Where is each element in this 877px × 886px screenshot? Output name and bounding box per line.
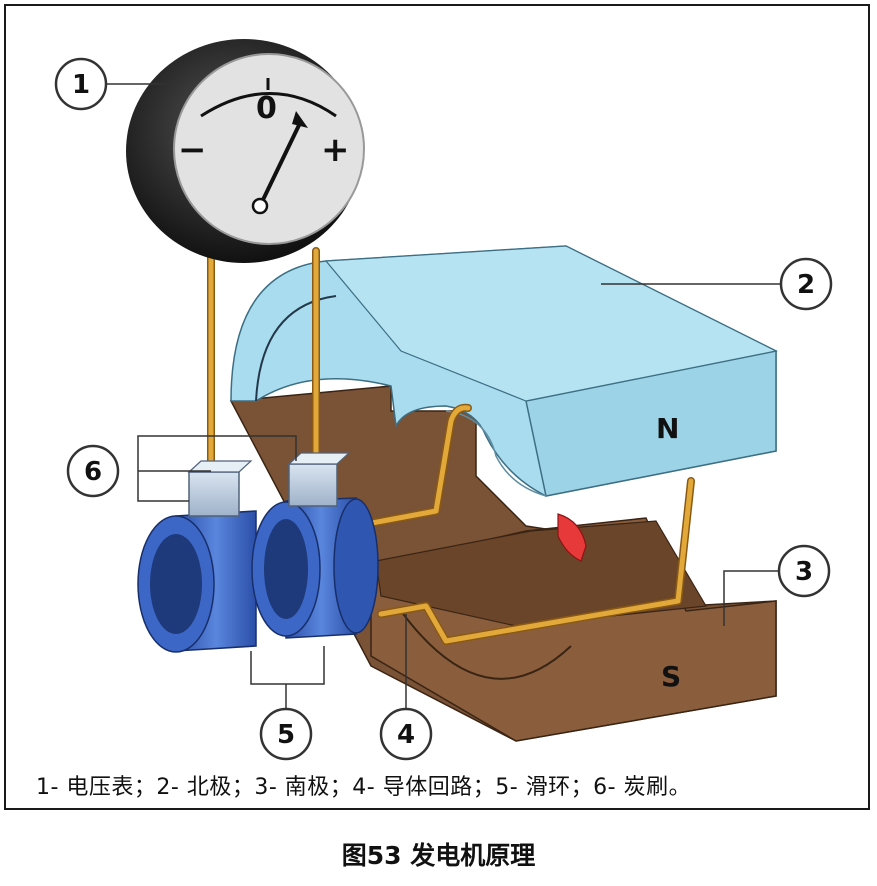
callout-2: 2: [779, 257, 833, 311]
south-pole-label: S: [661, 660, 681, 693]
callout-6: 6: [66, 444, 120, 498]
figure-caption: 图53 发电机原理: [341, 841, 536, 870]
svg-text:1: 1: [72, 70, 90, 100]
callout-4: 4: [379, 707, 433, 761]
diagram-legend: 1- 电压表；2- 北极；3- 南极；4- 导体回路；5- 滑环；6- 炭刷。: [36, 775, 692, 800]
meter-minus-label: −: [178, 130, 207, 170]
callouts: 1 2 3 4 5 6: [54, 57, 833, 761]
slip-rings: [137, 497, 379, 653]
svg-text:5: 5: [277, 720, 295, 750]
north-pole-label: N: [656, 412, 679, 445]
svg-text:4: 4: [397, 720, 415, 750]
callout-3: 3: [777, 544, 831, 598]
callout-5: 5: [259, 707, 313, 761]
svg-text:2: 2: [797, 270, 815, 300]
carbon-brushes: [187, 452, 351, 517]
callout-leaders: [106, 83, 781, 711]
svg-text:3: 3: [795, 557, 813, 587]
generator-diagram: S N: [54, 39, 833, 761]
conductor-loop: [207, 247, 695, 645]
callout-1: 1: [54, 57, 108, 111]
south-pole-magnet: S: [229, 385, 777, 742]
svg-text:6: 6: [84, 457, 102, 487]
north-pole-magnet: N: [230, 245, 778, 497]
meter-scale-arc: [200, 92, 337, 118]
meter-zero-label: 0: [256, 91, 277, 126]
meter-needle: [258, 120, 303, 207]
coil-rotation-indicator: [557, 513, 587, 562]
voltmeter: 0 − +: [126, 39, 365, 263]
meter-plus-label: +: [321, 130, 350, 170]
generator-diagram-frame: S N: [4, 4, 870, 810]
